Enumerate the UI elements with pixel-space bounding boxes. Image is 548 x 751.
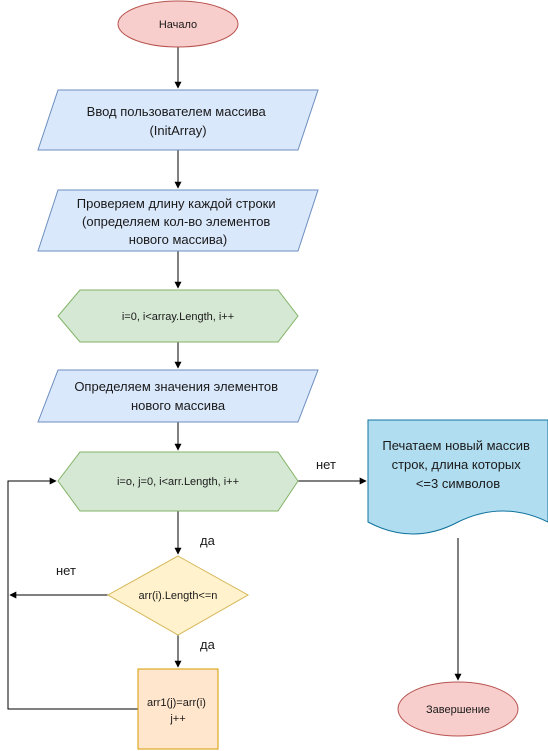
- end-shape: [397, 681, 519, 737]
- start-text: Начало: [159, 19, 197, 31]
- assign-line-2: j++: [169, 713, 185, 725]
- svg-text:Проверяем длину каждой строки: Проверяем длину каждой строки (определяе…: [77, 196, 280, 247]
- edge-label-loop-exit: нет: [316, 457, 336, 472]
- loop2-node: i=o, j=0, i<arr.Length, i++: [57, 451, 299, 512]
- print-shape: [367, 419, 548, 535]
- check-line-3: нового массива): [129, 232, 227, 247]
- print-line-3: <=3 символов: [416, 476, 500, 491]
- loop2-shape: [57, 451, 299, 512]
- svg-text:Ввод пользователем массива: Ввод пользователем массива (InitArray): [87, 104, 270, 138]
- input-line-2: (InitArray): [149, 123, 206, 138]
- svg-text:Печатаем новый массив ст: Печатаем новый массив строк, длина котор…: [382, 438, 533, 491]
- edge-label-cond-yes: да: [200, 637, 216, 652]
- define-line-2: нового массива: [131, 398, 226, 413]
- edge-assign-back-loop: [7, 477, 138, 710]
- loop1-node: i=0, i<array.Length, i++: [57, 289, 299, 343]
- input-shape: [37, 89, 319, 151]
- assign-shape: [137, 668, 219, 750]
- define-shape: [37, 369, 319, 423]
- end-text: Завершение: [426, 704, 490, 716]
- check-line-2: (определяем кол-во элементов: [82, 214, 270, 229]
- cond-node: arr(i).Length<=n: [106, 555, 250, 636]
- assign-line-1: arr1(j)=arr(i): [147, 697, 206, 709]
- loop2-text: i=o, j=0, i<arr.Length, i++: [117, 476, 239, 488]
- check-line-1: Проверяем длину каждой строки: [77, 196, 276, 211]
- cond-text: arr(i).Length<=n: [139, 590, 218, 602]
- start-shape: [117, 0, 239, 48]
- start-node: Начало: [117, 0, 239, 48]
- define-node: Определяем значения элементов нового мас…: [37, 369, 319, 423]
- svg-text:Определяем значения элементов: Определяем значения элементов нового мас…: [74, 379, 281, 413]
- loop1-text: i=0, i<array.Length, i++: [122, 311, 234, 323]
- cond-shape: [106, 555, 250, 636]
- check-node: Проверяем длину каждой строки (определяе…: [37, 189, 319, 252]
- define-line-1: Определяем значения элементов: [74, 379, 278, 394]
- print-node: Печатаем новый массив строк, длина котор…: [367, 419, 548, 535]
- svg-text:arr1(j)=arr(i) j++: arr1(j)=arr(i) j++: [147, 697, 209, 725]
- check-shape: [37, 189, 319, 252]
- edge-label-cond-no: нет: [56, 563, 76, 578]
- assign-node: arr1(j)=arr(i) j++: [137, 668, 219, 750]
- edge-label-loop-yes: да: [200, 533, 216, 548]
- print-line-2: строк, длина которых: [392, 457, 522, 472]
- end-node: Завершение: [397, 681, 519, 737]
- input-line-1: Ввод пользователем массива: [87, 104, 267, 119]
- input-node: Ввод пользователем массива (InitArray): [37, 89, 319, 151]
- loop1-shape: [57, 289, 299, 343]
- print-line-1: Печатаем новый массив: [382, 438, 530, 453]
